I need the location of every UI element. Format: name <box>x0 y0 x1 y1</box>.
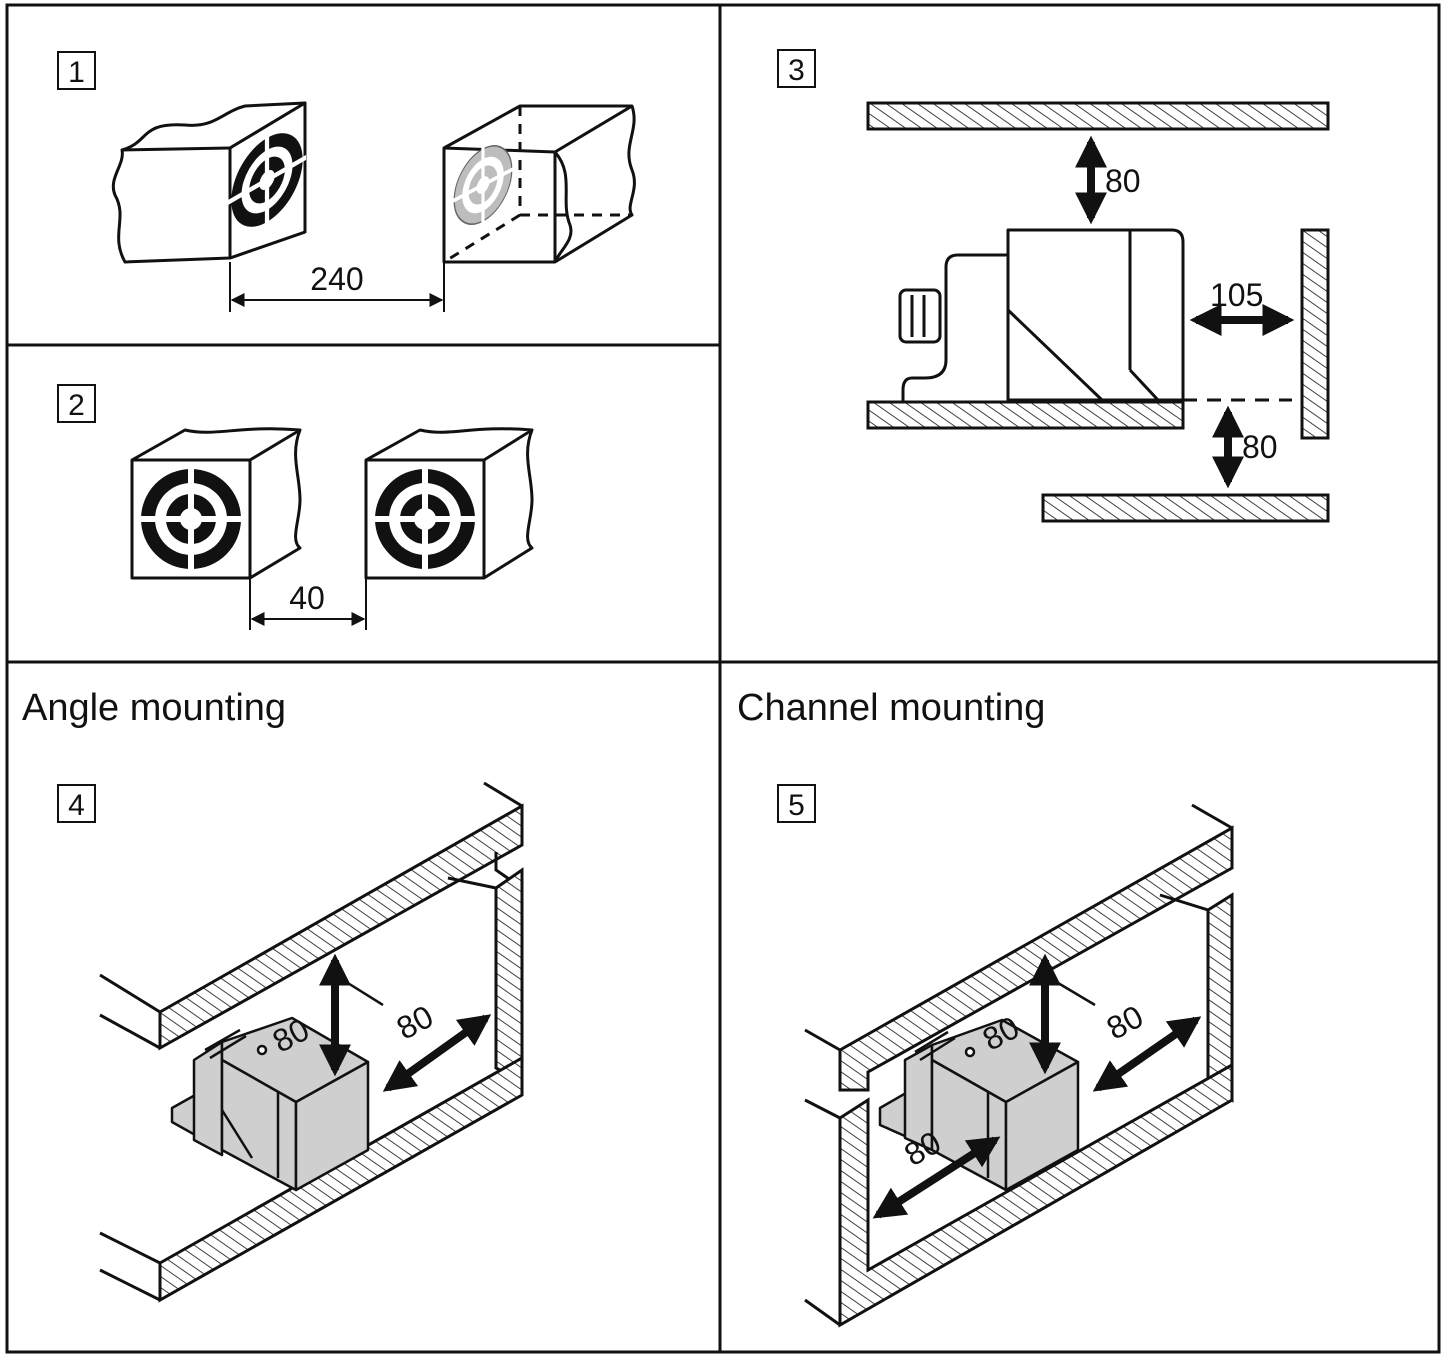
dimension-top-label: 80 <box>1105 163 1141 199</box>
sensor-block-right <box>442 104 636 264</box>
angle-top-wall <box>158 803 524 1051</box>
sensor-channel <box>878 1018 1080 1192</box>
dimension-channel-horizontal-80: 80 <box>1092 998 1202 1092</box>
bottom-plate <box>1041 493 1330 523</box>
side-plate <box>1300 228 1330 440</box>
panel-3-label: 3 <box>788 54 805 87</box>
top-plate <box>866 101 1330 131</box>
panel-4-title: Angle mounting <box>22 687 286 729</box>
dimension-bottom-label: 80 <box>1242 429 1278 465</box>
target-icon-a <box>137 465 245 573</box>
target-icon-right-ghost <box>450 144 516 226</box>
panel-4: Angle mounting 4 80 <box>22 687 524 1303</box>
dimension-horizontal-label: 80 <box>391 998 439 1046</box>
mounting-plate <box>866 400 1185 430</box>
dimension-bottom-80: 80 <box>1183 398 1292 489</box>
dimension-channel-horizontal-label: 80 <box>1101 998 1149 1046</box>
panel-1-label-box <box>57 51 96 90</box>
panel-2-label-box <box>57 384 96 423</box>
panel-4-label-box <box>57 784 96 823</box>
panel-1-label: 1 <box>68 56 85 89</box>
panel-1: 1 <box>57 51 636 312</box>
panel-3: 3 80 105 80 <box>777 49 1330 523</box>
dimension-side-label: 105 <box>1210 277 1263 313</box>
panel-5: Channel mounting 5 80 <box>737 687 1234 1328</box>
sensor-side-view <box>898 228 1185 402</box>
dimension-240-label: 240 <box>310 261 363 297</box>
dimension-top-80: 80 <box>1075 135 1141 225</box>
target-icon-left <box>227 132 307 228</box>
sensor-angle <box>170 1016 370 1192</box>
dimension-40: 40 <box>249 578 367 630</box>
dimension-40-label: 40 <box>289 580 325 616</box>
panel-3-label-box <box>777 49 816 88</box>
panel-4-label: 4 <box>68 789 85 822</box>
panel-5-label: 5 <box>788 789 805 822</box>
dimension-side-105: 105 <box>1189 277 1295 336</box>
dimension-240: 240 <box>229 261 445 312</box>
panel-2: 2 <box>57 384 534 630</box>
target-icon-b <box>371 465 479 573</box>
panel-5-title: Channel mounting <box>737 687 1045 729</box>
angle-bottom-wall <box>158 1055 524 1303</box>
dimension-horizontal-80: 80 <box>382 998 492 1092</box>
panel-grid <box>5 3 1441 1354</box>
panel-2-label: 2 <box>68 389 85 422</box>
panel-5-label-box <box>777 784 816 823</box>
angle-right-wall <box>494 867 524 1085</box>
